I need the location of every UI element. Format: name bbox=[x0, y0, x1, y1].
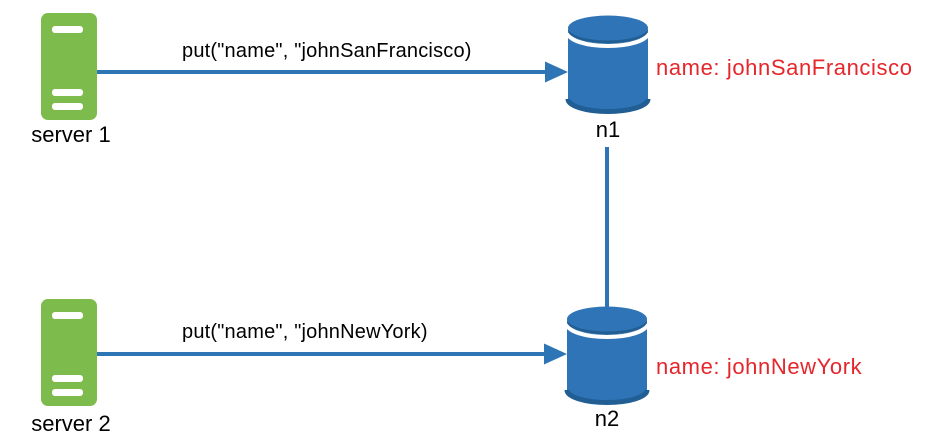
arrowhead-icon bbox=[545, 61, 568, 83]
database-n2-icon bbox=[567, 307, 647, 404]
database-n1-icon bbox=[568, 16, 648, 113]
arrowhead-icon bbox=[544, 343, 567, 365]
node-n2-label: n2 bbox=[594, 406, 620, 431]
server2-label: server 2 bbox=[31, 411, 111, 436]
annotation-n2-value: name: johnNewYork bbox=[656, 354, 863, 379]
server1-label: server 1 bbox=[31, 122, 111, 147]
message-put-johnsanfrancisco: put("name", "johnSanFrancisco) bbox=[182, 40, 472, 62]
server1-icon bbox=[41, 13, 97, 120]
node-n1-label: n1 bbox=[595, 117, 621, 142]
server2-icon bbox=[41, 299, 97, 406]
message-put-johnnewyork: put("name", "johnNewYork) bbox=[182, 321, 428, 343]
annotation-n1-value: name: johnSanFrancisco bbox=[656, 55, 913, 80]
